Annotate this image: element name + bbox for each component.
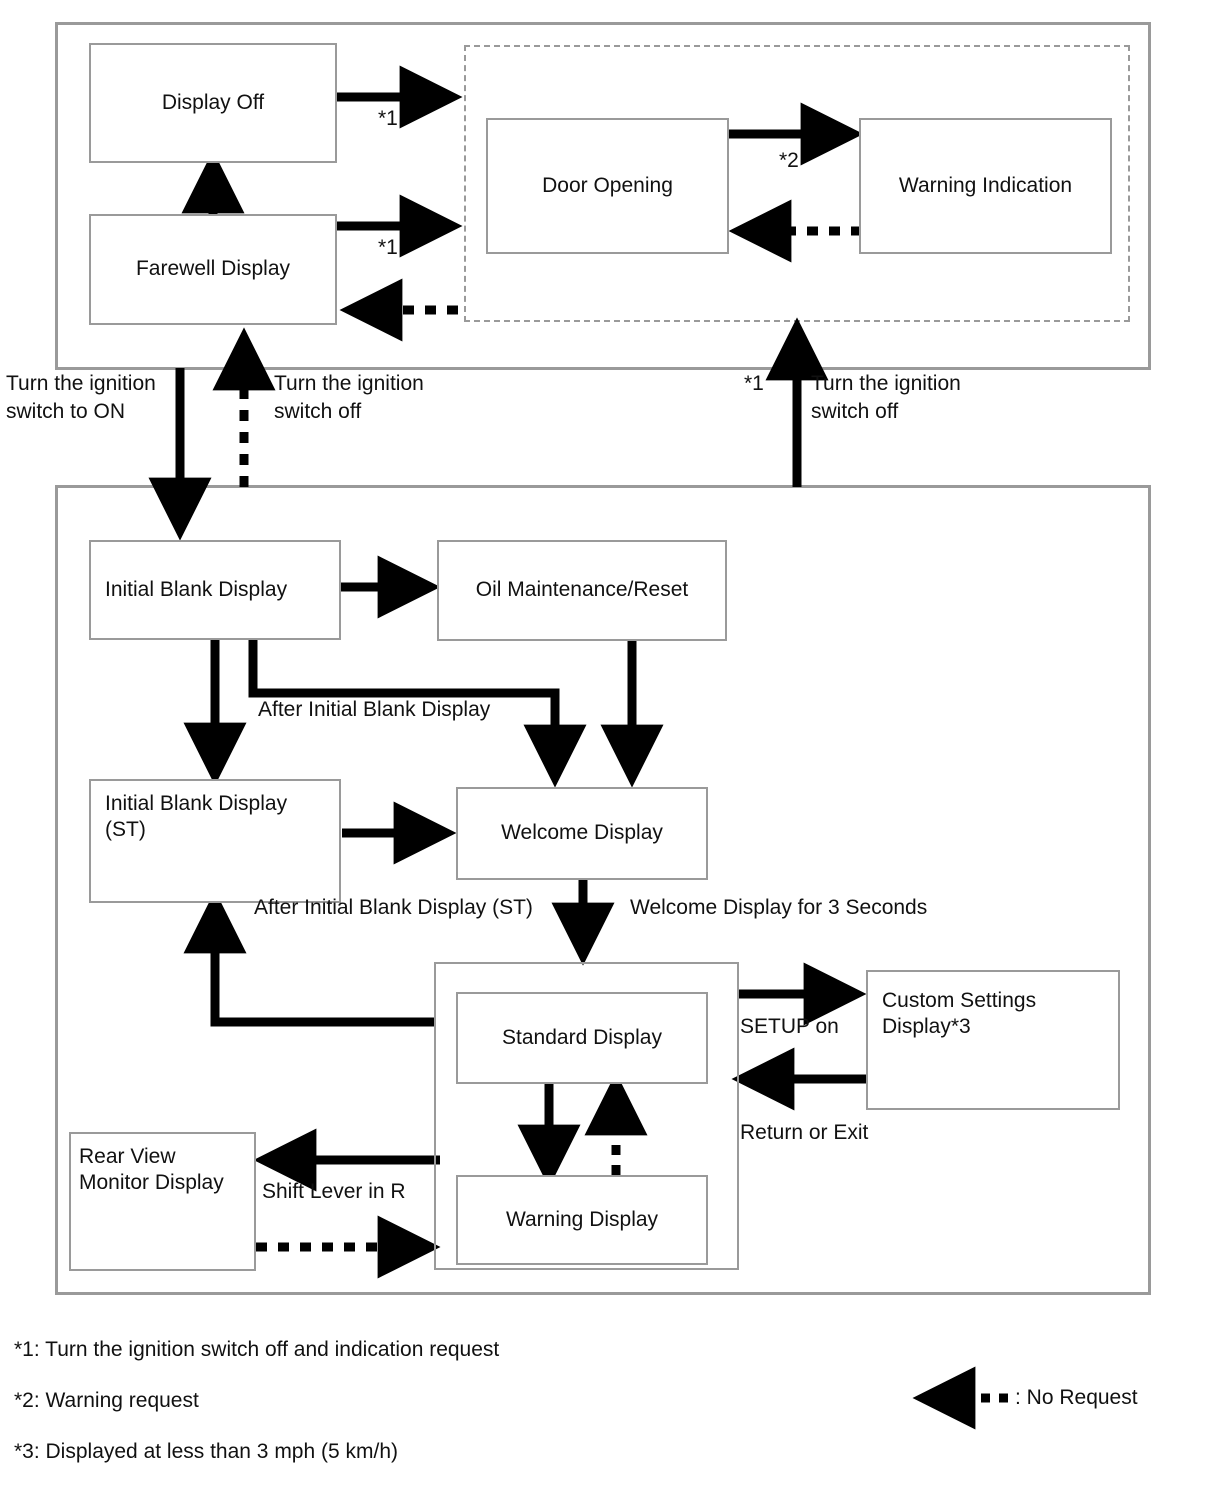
node-welcome-display-label: Welcome Display	[501, 821, 663, 845]
edge-label-door-to-warning-star2: *2	[779, 149, 799, 172]
edge-label-shift-lever-in-r: Shift Lever in R	[262, 1180, 406, 1203]
edge-label-welcome-display-3-seconds: Welcome Display for 3 Seconds	[630, 896, 928, 919]
edge-label-after-initial-blank-display: After Initial Blank Display	[258, 698, 491, 721]
node-initial-blank-display-st[interactable]: Initial Blank Display (ST)	[89, 779, 341, 903]
legend-no-request-label: : No Request	[1015, 1386, 1138, 1409]
footnote-2: *2: Warning request	[14, 1389, 199, 1412]
node-door-opening[interactable]: Door Opening	[486, 118, 729, 254]
ignition-off-panel	[55, 22, 1151, 370]
edge-label-return-or-exit: Return or Exit	[740, 1121, 869, 1144]
standard-display-group	[434, 962, 739, 1270]
node-warning-indication[interactable]: Warning Indication	[859, 118, 1112, 254]
footnote-1: *1: Turn the ignition switch off and ind…	[14, 1338, 500, 1361]
node-custom-settings-display-label: Custom Settings Display*3	[882, 989, 1037, 1039]
node-farewell-display-label: Farewell Display	[135, 257, 291, 281]
edge-label-ignition-on: Turn the ignition switch to ON	[6, 372, 156, 423]
node-display-off-label: Display Off	[161, 90, 265, 114]
node-initial-blank-display[interactable]: Initial Blank Display	[89, 540, 341, 640]
node-oil-maintenance-reset-label: Oil Maintenance/Reset	[475, 578, 689, 602]
edge-label-ignition-off-right-star1: *1	[744, 372, 764, 395]
node-warning-display[interactable]: Warning Display	[456, 1175, 708, 1265]
ignition-on-panel	[55, 485, 1151, 1295]
node-standard-display-label: Standard Display	[502, 1025, 662, 1049]
node-standard-display[interactable]: Standard Display	[456, 992, 708, 1084]
node-oil-maintenance-reset[interactable]: Oil Maintenance/Reset	[437, 540, 727, 641]
edge-label-ignition-off-left: Turn the ignition switch off	[274, 372, 424, 423]
edge-label-ignition-off-right: Turn the ignition switch off	[811, 372, 961, 423]
footnote-3: *3: Displayed at less than 3 mph (5 km/h…	[14, 1440, 399, 1463]
node-custom-settings-display[interactable]: Custom Settings Display*3	[866, 970, 1120, 1110]
edge-label-display-off-star1: *1	[378, 107, 398, 130]
edge-label-farewell-star1: *1	[378, 236, 398, 259]
node-farewell-display[interactable]: Farewell Display	[89, 214, 337, 325]
node-warning-display-label: Warning Display	[505, 1207, 659, 1231]
node-warning-indication-label: Warning Indication	[898, 173, 1073, 197]
node-display-off[interactable]: Display Off	[89, 43, 337, 163]
node-rear-view-monitor-display[interactable]: Rear View Monitor Display	[69, 1132, 256, 1271]
node-initial-blank-display-label: Initial Blank Display	[105, 577, 288, 601]
edge-label-setup-on: SETUP on	[740, 1015, 839, 1038]
node-welcome-display[interactable]: Welcome Display	[456, 787, 708, 880]
node-initial-blank-display-st-label: Initial Blank Display (ST)	[105, 792, 288, 842]
node-rear-view-monitor-display-label: Rear View Monitor Display	[79, 1145, 224, 1195]
node-door-opening-label: Door Opening	[542, 173, 673, 197]
edge-label-after-initial-blank-display-st: After Initial Blank Display (ST)	[254, 896, 533, 919]
